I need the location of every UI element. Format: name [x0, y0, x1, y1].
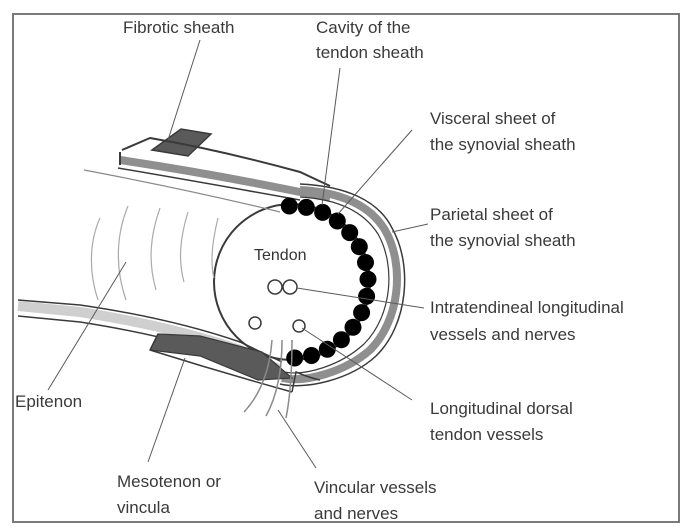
- leader-parietal: [392, 224, 428, 232]
- intratendineal-vessel-1: [268, 280, 282, 294]
- visceral-bead: [360, 271, 377, 288]
- visceral-bead: [286, 350, 303, 367]
- dorsal-vessel-1: [249, 317, 261, 329]
- visceral-bead: [303, 347, 320, 364]
- visceral-bead: [333, 331, 350, 348]
- label-visceral-line1: Visceral sheet of: [430, 107, 555, 130]
- leader-cavity: [322, 68, 340, 205]
- visceral-bead: [357, 254, 374, 271]
- visceral-bead: [281, 198, 298, 215]
- visceral-bead: [351, 238, 368, 255]
- label-mesotenon-line2: vincula: [117, 496, 170, 519]
- dorsal-vessel-2: [293, 320, 305, 332]
- fibrotic-sheath-tab: [152, 129, 211, 156]
- visceral-bead: [341, 224, 358, 241]
- label-dorsal-line1: Longitudinal dorsal: [430, 397, 573, 420]
- label-tendon: Tendon: [254, 244, 307, 267]
- label-epitenon: Epitenon: [15, 390, 82, 413]
- leader-dorsal: [302, 328, 412, 400]
- visceral-bead: [358, 288, 375, 305]
- label-parietal-line1: Parietal sheet of: [430, 203, 553, 226]
- label-parietal-line2: the synovial sheath: [430, 229, 576, 252]
- label-vincular-line2: and nerves: [314, 502, 398, 525]
- visceral-bead: [353, 304, 370, 321]
- label-cavity-line2: tendon sheath: [316, 41, 424, 64]
- label-dorsal-line2: tendon vessels: [430, 423, 543, 446]
- intratendineal-vessel-2: [283, 280, 297, 294]
- label-intratendineal-line1: Intratendineal longitudinal: [430, 296, 624, 319]
- leader-fibrotic-sheath: [168, 40, 200, 140]
- visceral-bead: [298, 199, 315, 216]
- leader-epitenon: [48, 262, 126, 390]
- label-fibrotic-sheath: Fibrotic sheath: [123, 16, 235, 39]
- label-intratendineal-line2: vessels and nerves: [430, 323, 576, 346]
- leader-visceral: [338, 130, 412, 214]
- fibrotic-sheath-band-top: [120, 160, 330, 198]
- label-mesotenon-line1: Mesotenon or: [117, 470, 221, 493]
- leader-mesotenon: [148, 358, 185, 462]
- label-visceral-line2: the synovial sheath: [430, 133, 576, 156]
- label-cavity-line1: Cavity of the: [316, 16, 411, 39]
- label-vincular-line1: Vincular vessels: [314, 476, 437, 499]
- visceral-bead: [329, 213, 346, 230]
- leader-vincular: [278, 410, 316, 468]
- visceral-bead: [345, 319, 362, 336]
- visceral-bead: [319, 341, 336, 358]
- visceral-bead: [314, 204, 331, 221]
